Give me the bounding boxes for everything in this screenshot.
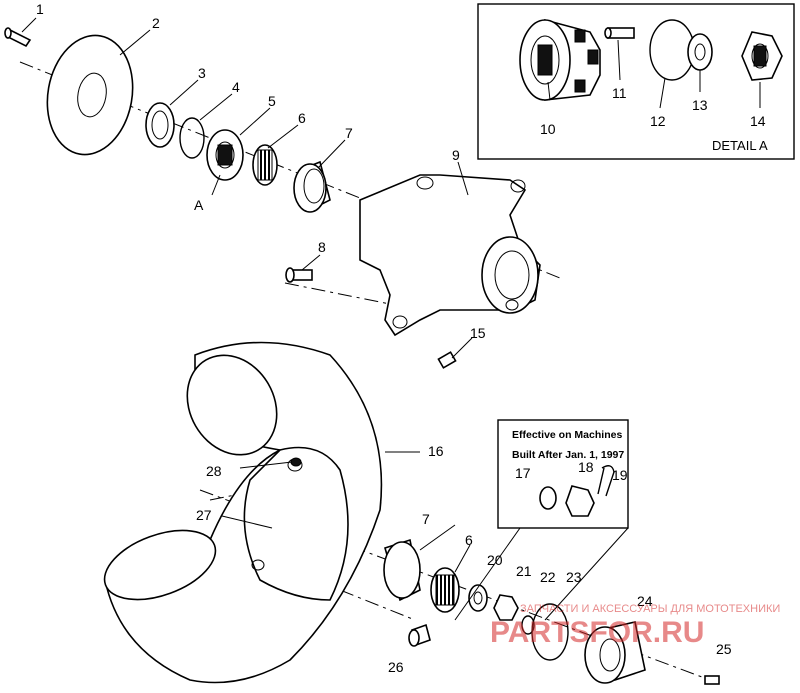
callout-2: 2 — [152, 15, 160, 31]
callout-a: A — [194, 197, 204, 213]
callout-7-lower: 7 — [422, 511, 430, 527]
ring-part-22 — [521, 615, 535, 635]
callout-8: 8 — [318, 239, 326, 255]
callout-20: 20 — [487, 552, 503, 568]
callout-12: 12 — [650, 113, 666, 129]
callout-27: 27 — [196, 507, 212, 523]
callout-3: 3 — [198, 65, 206, 81]
nut-part-21 — [493, 594, 519, 621]
cotter-pin-part-19 — [597, 465, 615, 497]
callout-5: 5 — [268, 93, 276, 109]
watermark-brand: PARTSFOR.RU — [490, 616, 704, 649]
callout-25: 25 — [716, 641, 732, 657]
hub-carrier-part-9 — [359, 174, 541, 337]
callout-7: 7 — [345, 125, 353, 141]
washer-part-17 — [539, 486, 557, 510]
watermark: ЗАПЧАСТИ И АКСЕССУАРЫ ДЛЯ МОТОТЕХНИКИ PA… — [490, 603, 780, 649]
snap-ring-part-4 — [179, 117, 205, 159]
callout-1: 1 — [36, 1, 44, 17]
bolt-part-25 — [704, 675, 720, 685]
wheel-rim-part-27 — [243, 446, 349, 601]
callout-13: 13 — [692, 97, 708, 113]
watermark-tagline: ЗАПЧАСТИ И АКСЕССУАРЫ ДЛЯ МОТОТЕХНИКИ — [520, 603, 780, 615]
detail-a-box — [477, 3, 795, 160]
valve-part-28 — [290, 457, 302, 467]
callout-24: 24 — [637, 593, 653, 609]
callout-22: 22 — [540, 569, 556, 585]
notice-line-1: Effective on Machines — [512, 429, 622, 441]
callout-26: 26 — [388, 659, 404, 675]
notice-line-2: Built After Jan. 1, 1997 — [512, 449, 624, 461]
castle-nut-part-18 — [565, 485, 595, 517]
callout-6-lower: 6 — [465, 532, 473, 548]
hub-cap-part-24 — [584, 621, 646, 684]
detail-pin-part-11 — [604, 27, 635, 39]
callout-16: 16 — [428, 443, 444, 459]
brake-disc-part-2 — [46, 34, 134, 156]
callout-19: 19 — [612, 467, 628, 483]
bolt-part-8 — [285, 267, 313, 283]
detail-hub-part-10 — [519, 18, 601, 101]
hub-part-5 — [206, 129, 244, 181]
o-ring-part-23 — [531, 603, 569, 661]
callout-23: 23 — [566, 569, 582, 585]
detail-washer-part-13 — [687, 33, 713, 71]
callout-6: 6 — [298, 110, 306, 126]
callout-18: 18 — [578, 459, 594, 475]
bearing-cup-lower-part-7 — [383, 538, 421, 602]
nut-part-26 — [408, 623, 431, 647]
callout-17: 17 — [515, 465, 531, 481]
bolt-part-1 — [4, 27, 32, 48]
callout-11: 11 — [612, 85, 627, 101]
leader-lines — [21, 17, 761, 573]
callout-15: 15 — [470, 325, 486, 341]
callout-21: 21 — [516, 563, 532, 579]
callout-4: 4 — [232, 79, 240, 95]
callout-10: 10 — [540, 121, 556, 137]
notice-box — [454, 419, 629, 621]
stud-part-15 — [437, 351, 457, 369]
callout-28: 28 — [206, 463, 222, 479]
callout-14: 14 — [750, 113, 766, 129]
bearing-cup-part-7 — [293, 160, 331, 213]
detail-nut-part-14 — [741, 31, 783, 81]
bearing-cone-part-6 — [252, 144, 278, 186]
callout-labels: 1 2 3 4 5 6 7 8 9 10 11 12 13 14 15 16 1… — [36, 1, 766, 675]
detail-a-title: DETAIL A — [712, 138, 768, 153]
washer-part-20 — [468, 584, 488, 612]
bearing-cone-lower-part-6 — [430, 567, 460, 613]
callout-9: 9 — [452, 147, 460, 163]
seal-part-3 — [145, 102, 175, 148]
